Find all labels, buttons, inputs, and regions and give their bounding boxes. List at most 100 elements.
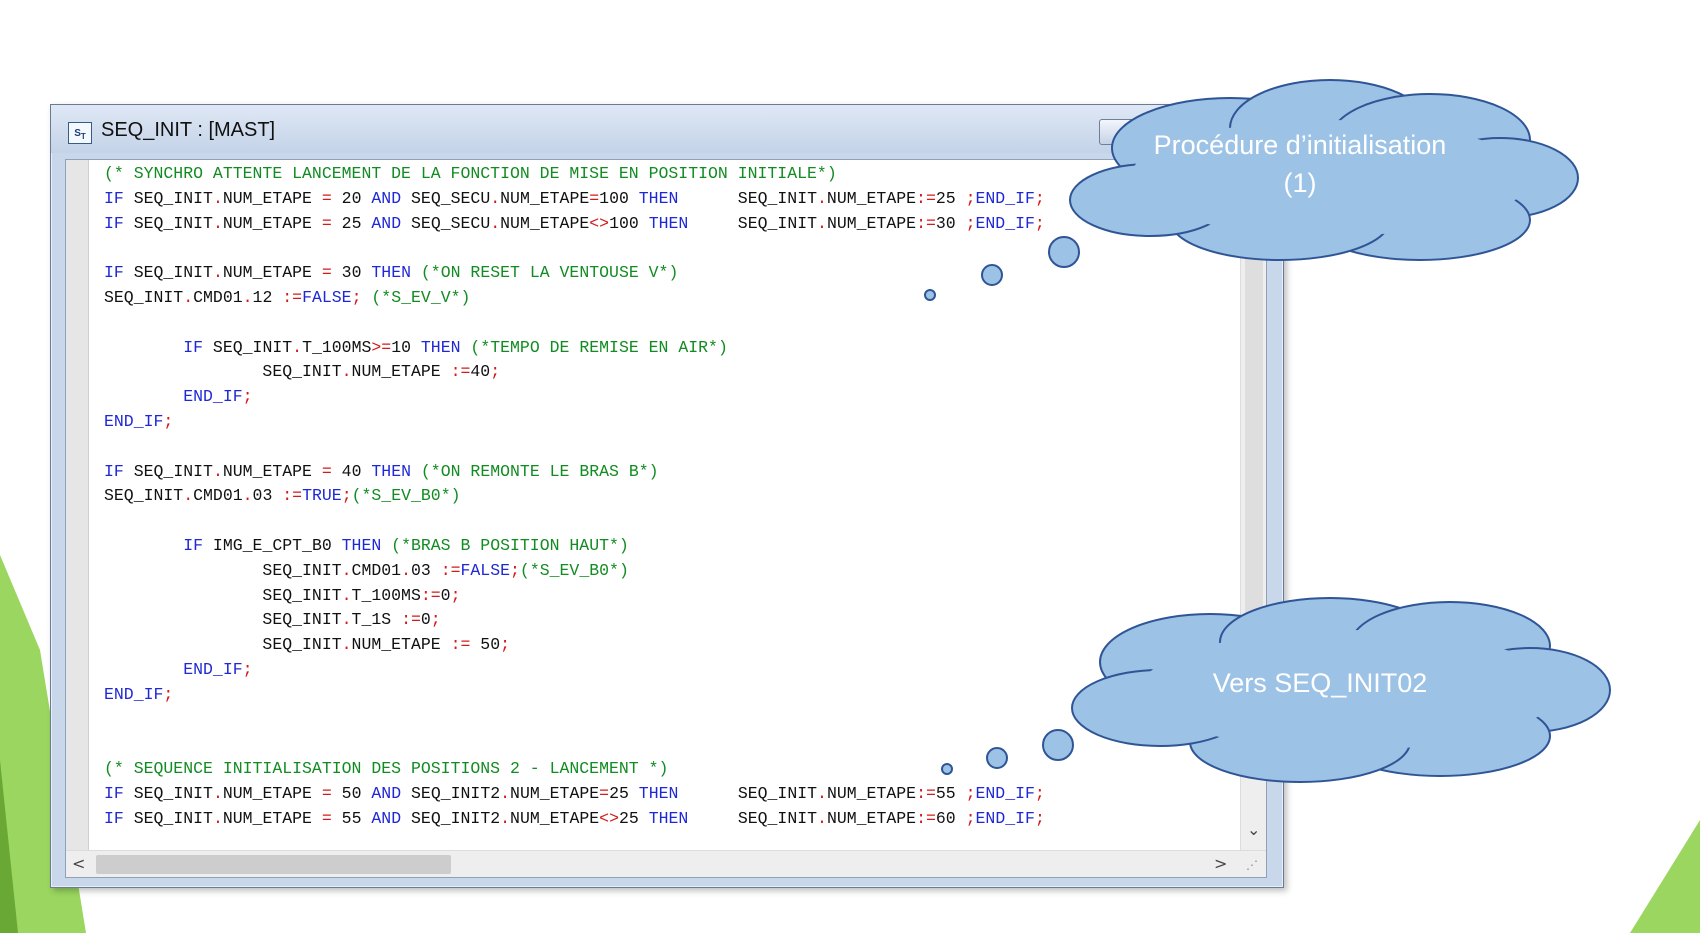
operator-token: := — [420, 585, 441, 605]
green-triangle-right — [1630, 820, 1700, 933]
operator-token: ; — [965, 188, 976, 208]
text-token: SEQ_INIT — [104, 610, 342, 630]
code-line[interactable] — [104, 435, 1204, 460]
operator-token: . — [212, 188, 223, 208]
code-line[interactable]: END_IF; — [104, 658, 1204, 683]
code-line[interactable]: IF SEQ_INIT.T_100MS>=10 THEN (*TEMPO DE … — [104, 336, 1204, 361]
text-token: T_100MS — [302, 337, 372, 357]
text-token: SEQ_INIT — [688, 213, 818, 233]
text-token: SEQ_INIT — [123, 461, 213, 481]
code-line[interactable]: (* SEQUENCE INITIALISATION DES POSITIONS… — [104, 757, 1204, 782]
text-token: 100 — [609, 213, 649, 233]
text-token: SEQ_INIT — [688, 808, 818, 828]
code-line[interactable]: SEQ_INIT.T_1S :=0; — [104, 608, 1204, 633]
text-token: SEQ_INIT — [678, 188, 818, 208]
code-line[interactable]: SEQ_INIT.CMD01.03 :=FALSE;(*S_EV_B0*) — [104, 559, 1204, 584]
operator-token: = — [321, 808, 332, 828]
code-line[interactable]: IF SEQ_INIT.NUM_ETAPE = 40 THEN (*ON REM… — [104, 460, 1204, 485]
horizontal-scrollbar[interactable]: < > — [66, 850, 1266, 877]
text-token: SEQ_INIT — [123, 263, 213, 283]
text-token: IMG_E_CPT_B0 — [203, 535, 342, 555]
text-token: T_1S — [351, 610, 402, 630]
comment-token: (* SEQUENCE INITIALISATION DES POSITIONS… — [104, 759, 669, 779]
text-token: CMD01 — [193, 486, 243, 506]
code-line[interactable]: SEQ_INIT.NUM_ETAPE := 50; — [104, 633, 1204, 658]
code-line[interactable]: END_IF; — [104, 385, 1204, 410]
code-line[interactable] — [104, 509, 1204, 534]
code-area[interactable]: (* SYNCHRO ATTENTE LANCEMENT DE LA FONCT… — [104, 162, 1204, 848]
text-token: 25 — [331, 213, 372, 233]
operator-token: . — [212, 263, 223, 283]
operator-token: . — [401, 560, 411, 580]
vertical-scroll-thumb[interactable] — [1245, 200, 1263, 740]
text-token: SEQ_INIT — [123, 188, 213, 208]
text-token: NUM_ETAPE — [222, 461, 322, 481]
operator-token: = — [321, 263, 332, 283]
text-token: NUM_ETAPE — [510, 783, 600, 803]
text-token: 55 — [935, 783, 966, 803]
text-token: 25 — [935, 188, 966, 208]
code-line[interactable]: SEQ_INIT.T_100MS:=0; — [104, 584, 1204, 609]
text-token: SEQ_INIT — [203, 337, 293, 357]
scroll-down-icon[interactable]: ⌄ — [1247, 820, 1261, 839]
text-token: SEQ_INIT — [104, 585, 342, 605]
text-token: 50 — [470, 635, 501, 655]
code-line[interactable]: IF SEQ_INIT.NUM_ETAPE = 25 AND SEQ_SECU.… — [104, 212, 1204, 237]
text-token: 40 — [331, 461, 372, 481]
operator-token: = — [321, 188, 332, 208]
operator-token: . — [817, 808, 827, 828]
text-token — [104, 536, 183, 555]
keyword-token: IF — [104, 808, 124, 828]
text-token — [104, 660, 183, 679]
operator-token: ; — [965, 783, 976, 803]
text-token: 55 — [331, 808, 372, 828]
code-line[interactable]: SEQ_INIT.CMD01.03 :=TRUE;(*S_EV_B0*) — [104, 484, 1204, 509]
operator-token: ; — [242, 387, 253, 407]
scroll-right-icon[interactable]: > — [1214, 854, 1228, 873]
code-line[interactable]: (* SYNCHRO ATTENTE LANCEMENT DE LA FONCT… — [104, 162, 1204, 187]
text-token: SEQ_INIT — [104, 560, 342, 580]
code-line[interactable]: END_IF; — [104, 683, 1204, 708]
operator-token: := — [282, 486, 303, 506]
code-line[interactable]: IF IMG_E_CPT_B0 THEN (*BRAS B POSITION H… — [104, 534, 1204, 559]
code-line[interactable]: SEQ_INIT.CMD01.12 :=FALSE; (*S_EV_V*) — [104, 286, 1204, 311]
code-line[interactable]: SEQ_INIT.NUM_ETAPE :=40; — [104, 360, 1204, 385]
code-line[interactable]: IF SEQ_INIT.NUM_ETAPE = 55 AND SEQ_INIT2… — [104, 807, 1204, 832]
keyword-token: END_IF — [183, 387, 243, 407]
keyword-token: AND — [371, 783, 402, 803]
horizontal-scroll-thumb[interactable] — [96, 855, 451, 874]
operator-token: ; — [1034, 808, 1045, 828]
keyword-token: END_IF — [975, 808, 1035, 828]
code-line[interactable]: IF SEQ_INIT.NUM_ETAPE = 30 THEN (*ON RES… — [104, 261, 1204, 286]
text-token — [411, 263, 421, 282]
keyword-token: TRUE — [302, 486, 342, 506]
operator-token: := — [450, 635, 471, 655]
text-token: NUM_ETAPE — [826, 213, 917, 233]
keyword-token: IF — [104, 263, 124, 283]
operator-token: := — [450, 362, 471, 382]
code-line[interactable] — [104, 311, 1204, 336]
text-token: NUM_ETAPE — [222, 188, 322, 208]
scroll-left-icon[interactable]: < — [72, 854, 86, 873]
comment-token: (*S_EV_B0*) — [519, 560, 629, 580]
window-title: SEQ_INIT : [MAST] — [101, 119, 276, 141]
text-token: NUM_ETAPE — [510, 808, 600, 828]
operator-token: >= — [371, 337, 392, 357]
operator-token: . — [292, 337, 303, 357]
operator-token: := — [916, 213, 936, 233]
operator-token: . — [212, 213, 223, 233]
callout-bubbles-bottom — [941, 729, 1074, 775]
text-token: NUM_ETAPE — [351, 362, 451, 382]
operator-token: ; — [490, 362, 501, 382]
text-token: SEQ_INIT — [678, 783, 818, 803]
code-line[interactable]: END_IF; — [104, 410, 1204, 435]
code-line[interactable]: IF SEQ_INIT.NUM_ETAPE = 50 AND SEQ_INIT2… — [104, 782, 1204, 807]
operator-token: := — [916, 188, 936, 208]
keyword-token: AND — [371, 808, 402, 828]
operator-token: . — [212, 783, 223, 803]
operator-token: := — [916, 808, 936, 828]
resize-grip-icon[interactable]: ⋰ — [1246, 858, 1258, 872]
keyword-token: THEN — [648, 213, 689, 233]
code-line[interactable]: IF SEQ_INIT.NUM_ETAPE = 20 AND SEQ_SECU.… — [104, 187, 1204, 212]
keyword-token: IF — [104, 213, 124, 233]
